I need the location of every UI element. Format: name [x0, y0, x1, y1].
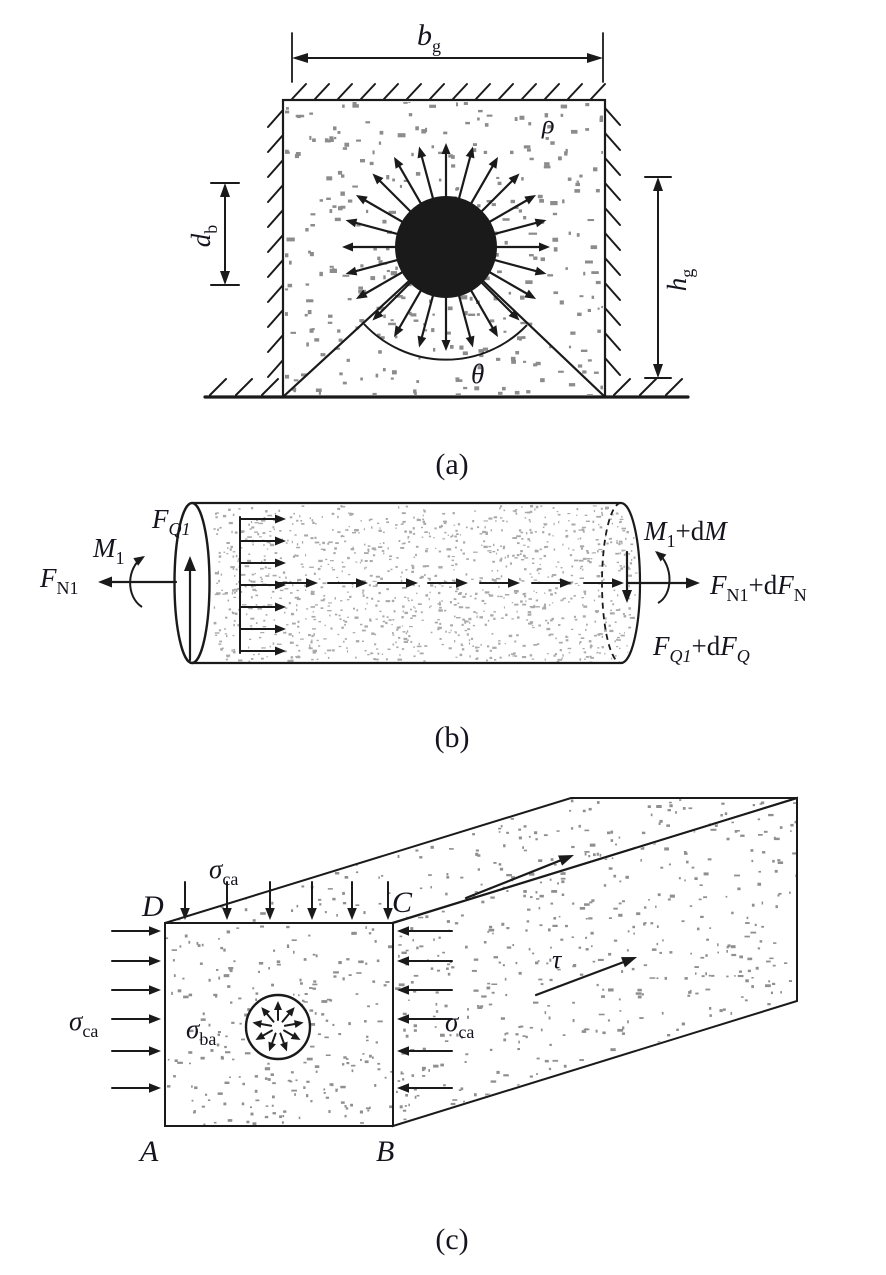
label-sigma-ba: σba [186, 1014, 216, 1049]
corner-label-d: D [141, 890, 164, 923]
label-sigma-ca-right: σca [445, 1007, 474, 1042]
fig-b-drawing [98, 501, 700, 665]
caption-a: (a) [435, 448, 468, 481]
dimension-label-bg: bg [417, 19, 441, 56]
label-sigma-ca-left: σca [69, 1006, 98, 1041]
label-fn1: FN1 [39, 563, 79, 598]
label-sigma-ca-top: σca [209, 854, 238, 889]
dimension-label-hg: hg [662, 269, 697, 292]
fig-c-drawing [111, 796, 798, 1128]
label-rho: ρ [541, 110, 554, 139]
corner-label-b: B [376, 1135, 394, 1168]
label-m1: M1 [92, 533, 125, 568]
label-m1-plus-dm: M1+dM [643, 516, 728, 551]
label-fq1: FQ1 [151, 504, 191, 539]
dimension-label-db: db [186, 225, 221, 248]
label-tau: τ [552, 945, 563, 974]
stipple-texture [213, 505, 638, 662]
caption-c: (c) [435, 1223, 468, 1256]
corner-label-c: C [392, 886, 413, 919]
label-theta: θ [471, 359, 484, 389]
stipple-texture [285, 102, 603, 395]
corner-label-a: A [138, 1135, 159, 1168]
fig-a-drawing [203, 32, 690, 399]
caption-b: (b) [435, 721, 470, 754]
stipple-texture [166, 925, 392, 1125]
label-fn1-plus-dfn: FN1+dFN [709, 570, 807, 605]
label-fq1-plus-dfq: FQ1+dFQ [652, 631, 750, 666]
